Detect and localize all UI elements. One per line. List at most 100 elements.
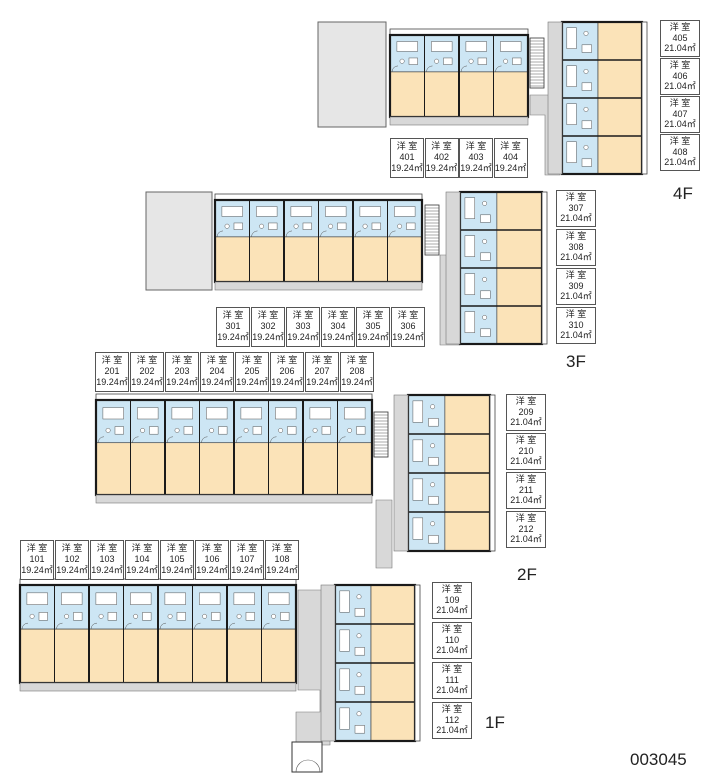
- unit-number: 209: [518, 406, 534, 417]
- door-swing: [21, 622, 29, 630]
- unit-type: 洋 室: [201, 543, 223, 553]
- 3f-top-unit: [214, 199, 250, 283]
- toilet-fixture: [259, 223, 265, 229]
- bath-fixture: [199, 592, 221, 605]
- 2f-top-unit: [199, 399, 235, 496]
- unit-number: 306: [400, 321, 416, 331]
- unit-area: 19.24㎡: [56, 565, 88, 575]
- bath-fixture: [233, 592, 255, 605]
- unit-area: 19.24㎡: [252, 332, 284, 342]
- bath-fixture: [566, 141, 577, 163]
- wet-area: [493, 34, 529, 73]
- 2f-corridor-link: [375, 499, 393, 569]
- toilet-fixture: [236, 613, 242, 619]
- bath-fixture: [465, 41, 487, 52]
- toilet-fixture: [29, 613, 35, 619]
- door-swing: [56, 622, 63, 630]
- unit-area: 19.24㎡: [96, 377, 128, 387]
- sink-fixture: [233, 222, 243, 230]
- bath-fixture: [431, 41, 453, 52]
- 3f-top-unit: [387, 199, 423, 283]
- unit-type: 洋 室: [271, 543, 293, 553]
- door-swing: [235, 436, 243, 443]
- 2f-top-unit: [164, 399, 200, 496]
- sink-fixture: [356, 426, 366, 435]
- 1f-top-corridor: [19, 682, 297, 692]
- wet-area: [249, 199, 285, 238]
- unit-number: 403: [468, 152, 484, 162]
- room-floor: [283, 236, 319, 283]
- unit-type: 洋 室: [500, 141, 521, 151]
- bath-fixture: [275, 407, 297, 420]
- sink-fixture: [149, 426, 159, 435]
- 4f-side-balcony-rail: [641, 21, 648, 175]
- room-floor: [370, 662, 416, 703]
- room-floor: [214, 236, 250, 283]
- unit-number: 307: [568, 202, 584, 213]
- wet-area: [261, 584, 297, 630]
- 1f-top-unit: [123, 584, 159, 684]
- unit-type: 洋 室: [292, 310, 314, 320]
- unit-type: 洋 室: [236, 543, 258, 553]
- 1f-top-unit: [19, 584, 55, 684]
- unit-number: 401: [399, 152, 415, 162]
- unit-area: 19.24㎡: [287, 332, 319, 342]
- sink-fixture: [337, 222, 347, 230]
- unit-number: 402: [433, 152, 450, 162]
- sink-fixture: [268, 222, 278, 230]
- bath-fixture: [339, 590, 350, 613]
- unit-type: 洋 室: [565, 231, 587, 241]
- 2f-side-unit: [407, 433, 491, 474]
- door-swing: [201, 436, 208, 443]
- unit-number: 303: [295, 321, 311, 331]
- sink-fixture: [443, 57, 453, 65]
- unit-number: 206: [279, 366, 295, 376]
- 3f-top-unit: [352, 199, 388, 283]
- door-swing: [132, 436, 139, 443]
- bath-fixture: [566, 65, 577, 87]
- toilet-fixture: [430, 521, 436, 527]
- sink-fixture: [302, 222, 312, 230]
- unit-area: 19.24㎡: [201, 377, 233, 387]
- unit-type: 洋 室: [515, 396, 537, 406]
- sink-fixture: [218, 426, 228, 435]
- unit-number: 301: [225, 321, 241, 331]
- sink-fixture: [480, 290, 491, 299]
- room-floor: [352, 236, 388, 283]
- toilet-fixture: [583, 144, 589, 150]
- door-swing: [90, 622, 98, 630]
- room-floor: [157, 628, 193, 684]
- 1f-top-unit: [88, 584, 124, 684]
- room-floor: [268, 442, 304, 496]
- stair: [373, 411, 389, 458]
- unit-area: 21.04㎡: [560, 252, 592, 262]
- unit-type: 洋 室: [669, 22, 691, 32]
- toilet-fixture: [243, 427, 249, 433]
- toilet-fixture: [583, 106, 589, 112]
- wet-area: [283, 199, 319, 238]
- sink-fixture: [321, 426, 331, 435]
- room-floor: [496, 229, 543, 269]
- room-floor: [370, 584, 416, 625]
- unit-type: 洋 室: [222, 310, 244, 320]
- bath-fixture: [325, 206, 347, 217]
- toilet-fixture: [278, 427, 284, 433]
- wet-area: [130, 399, 166, 444]
- 2f-side-unit: [407, 394, 491, 435]
- unit-type: 洋 室: [136, 355, 158, 365]
- sink-fixture: [480, 214, 491, 223]
- unit-number: 112: [444, 714, 460, 725]
- 2f-top-unit: [302, 399, 338, 496]
- 4f-side-unit: [561, 97, 643, 137]
- unit-number: 102: [64, 554, 80, 564]
- sink-fixture: [428, 418, 439, 427]
- 1f-side-corridor: [320, 584, 336, 742]
- unit-area: 19.24㎡: [126, 565, 158, 575]
